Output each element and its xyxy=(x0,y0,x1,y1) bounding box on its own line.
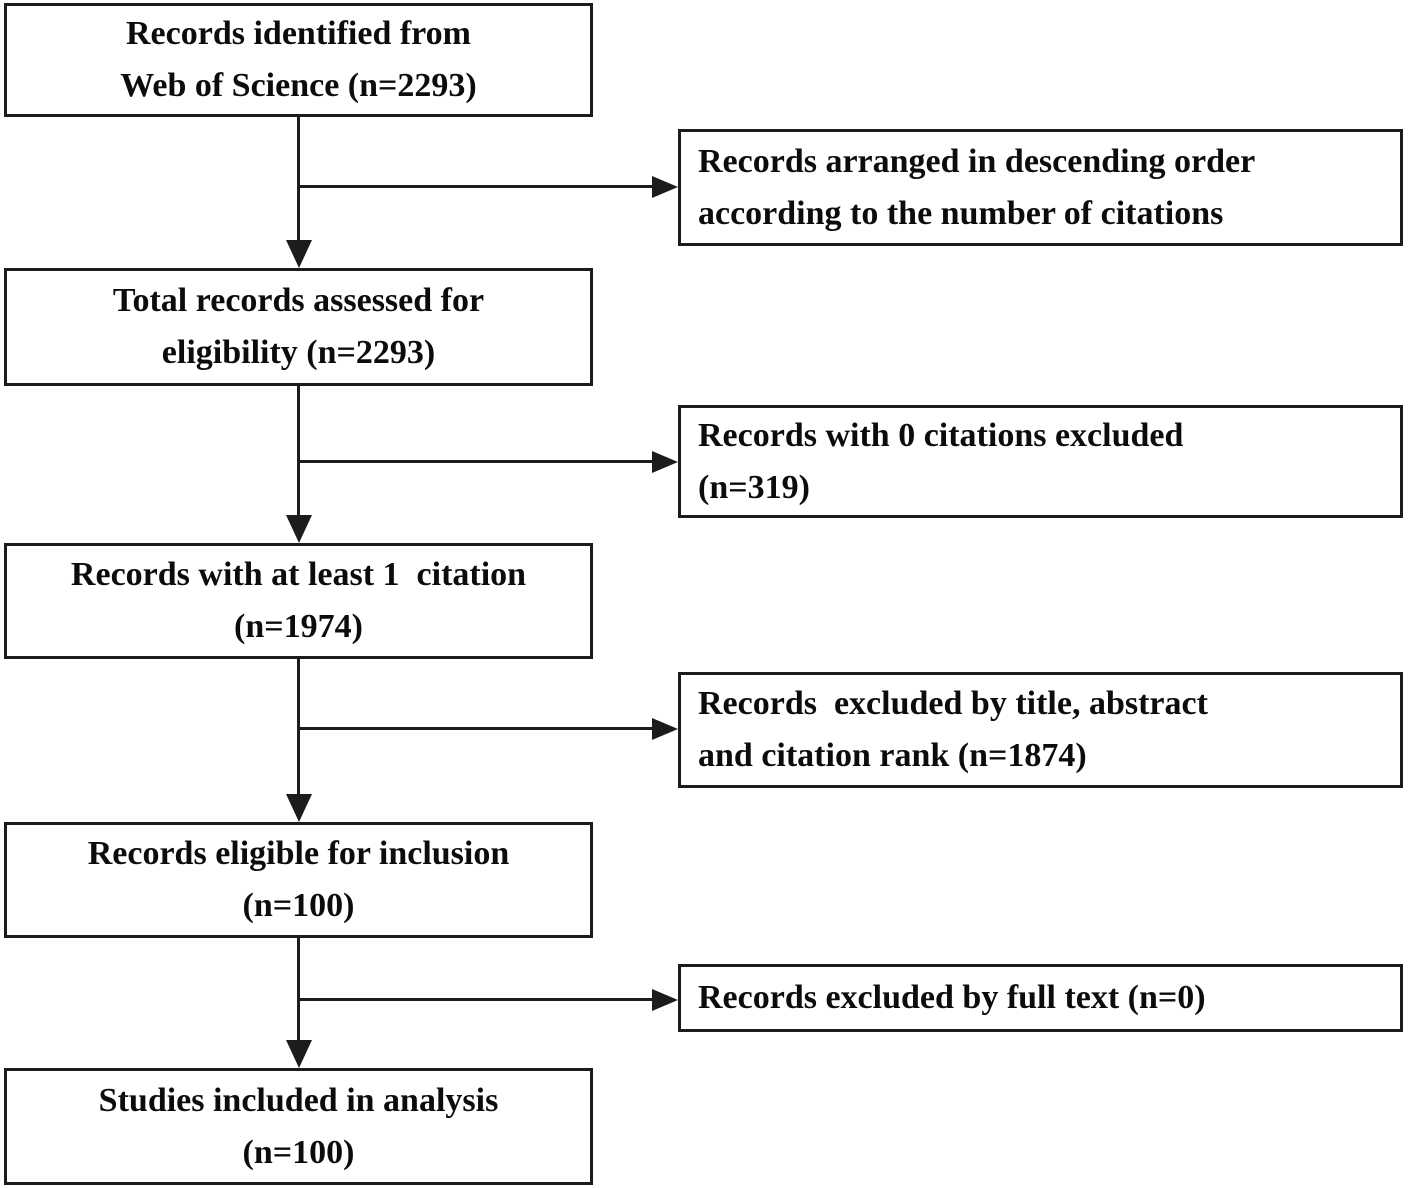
flow-box-records-cited: Records with at least 1 citation (n=1974… xyxy=(4,543,593,659)
flow-box-records-eligible: Records eligible for inclusion (n=100) xyxy=(4,822,593,938)
flow-box-records-eligible-label: Records eligible for inclusion (n=100) xyxy=(87,835,510,924)
arrowhead-down-3 xyxy=(286,794,312,822)
connector-right-1 xyxy=(297,185,654,188)
connector-right-3 xyxy=(297,727,654,730)
arrowhead-right-4 xyxy=(652,989,678,1011)
flow-box-records-identified-label: Records identified from Web of Science (… xyxy=(120,15,477,104)
connector-down-2 xyxy=(297,385,300,519)
side-box-excluded-title-abstract-rank-label: Records excluded by title, abstract and … xyxy=(698,685,1208,774)
side-box-records-arranged: Records arranged in descending order acc… xyxy=(678,129,1403,246)
arrowhead-down-4 xyxy=(286,1040,312,1068)
flow-box-records-assessed-label: Total records assessed for eligibility (… xyxy=(112,282,485,371)
arrowhead-down-1 xyxy=(286,240,312,268)
side-box-zero-citations-excluded-label: Records with 0 citations excluded (n=319… xyxy=(698,416,1184,506)
arrowhead-right-2 xyxy=(652,451,678,473)
side-box-excluded-full-text-label: Records excluded by full text (n=0) xyxy=(698,979,1206,1016)
side-box-records-arranged-label: Records arranged in descending order acc… xyxy=(698,142,1256,232)
arrowhead-right-3 xyxy=(652,718,678,740)
arrowhead-right-1 xyxy=(652,176,678,198)
flow-box-studies-included: Studies included in analysis (n=100) xyxy=(4,1068,593,1185)
arrowhead-down-2 xyxy=(286,515,312,543)
connector-right-4 xyxy=(297,998,654,1001)
flow-box-records-assessed: Total records assessed for eligibility (… xyxy=(4,268,593,386)
side-box-zero-citations-excluded: Records with 0 citations excluded (n=319… xyxy=(678,405,1403,518)
connector-right-2 xyxy=(297,460,654,463)
flow-box-studies-included-label: Studies included in analysis (n=100) xyxy=(98,1081,499,1171)
side-box-excluded-full-text: Records excluded by full text (n=0) xyxy=(678,964,1403,1032)
side-box-excluded-title-abstract-rank: Records excluded by title, abstract and … xyxy=(678,672,1403,788)
connector-down-1 xyxy=(297,117,300,244)
flow-box-records-identified: Records identified from Web of Science (… xyxy=(4,3,593,117)
connector-down-4 xyxy=(297,938,300,1044)
flow-box-records-cited-label: Records with at least 1 citation (n=1974… xyxy=(70,556,527,645)
